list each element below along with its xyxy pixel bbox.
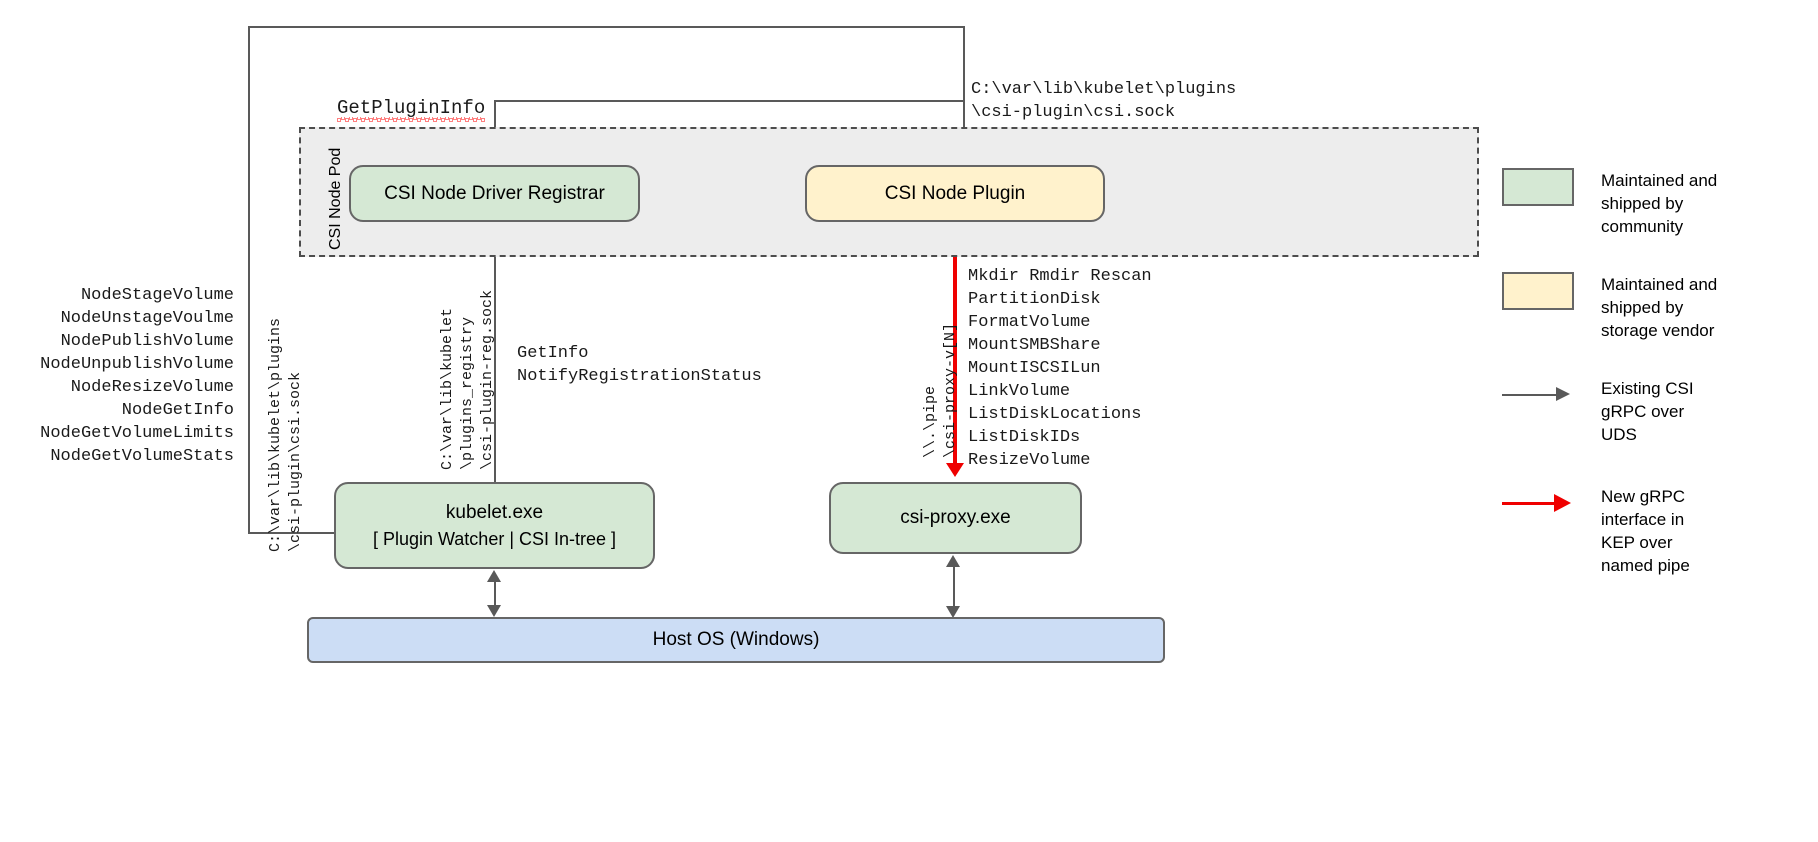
legend-arrow-head: [1556, 387, 1570, 401]
legend-color-swatch: [1502, 168, 1574, 206]
node-service-call-item: NodePublishVolume: [60, 332, 234, 351]
label-named-pipe-path: \\.\pipe \csi-proxy-v[N]: [922, 322, 959, 458]
label-registry-socket-path: C:\var\lib\kubelet \plugins_registry \cs…: [439, 289, 496, 470]
label-registrar-calls: GetInfo NotifyRegistrationStatus: [517, 344, 762, 386]
box-host-os-label: Host OS (Windows): [652, 629, 820, 650]
connector-kubelet-to-plugin-right: [963, 26, 965, 152]
legend-label: Maintained and shipped by storage vendor: [1601, 275, 1718, 340]
legend-label: Existing CSI gRPC over UDS: [1601, 379, 1694, 444]
legend-arrow-line: [1502, 394, 1558, 396]
arrowhead-kubelet-hostos-down: [487, 605, 501, 617]
legend-row: Maintained and shipped by storage vendor: [1502, 272, 1802, 342]
legend-color-swatch: [1502, 272, 1574, 310]
node-service-call-item: NodeUnpublishVolume: [40, 355, 234, 374]
legend-row: Existing CSI gRPC over UDS: [1502, 376, 1802, 446]
legend-row: Maintained and shipped by community: [1502, 168, 1802, 238]
legend-arrow-icon: [1502, 376, 1574, 414]
legend-label: Maintained and shipped by community: [1601, 171, 1718, 236]
legend-row: New gRPC interface in KEP over named pip…: [1502, 484, 1802, 577]
label-get-plugin-info: GetPluginInfo: [337, 97, 486, 122]
arrowhead-csiproxy-hostos-down: [946, 606, 960, 618]
box-csi-node-driver-registrar[interactable]: CSI Node Driver Registrar: [349, 165, 640, 222]
box-csi-node-plugin[interactable]: CSI Node Plugin: [805, 165, 1105, 222]
box-csi-node-plugin-label: CSI Node Plugin: [884, 182, 1026, 204]
box-host-os[interactable]: Host OS (Windows): [307, 617, 1165, 663]
arrowhead-csiproxy-hostos-up: [946, 555, 960, 567]
node-service-call-item: NodeUnstageVoulme: [60, 309, 234, 328]
label-kubelet-csi-socket-path: C:\var\lib\kubelet\plugins \csi-plugin\c…: [267, 317, 304, 552]
connector-csiproxy-to-hostos: [953, 566, 955, 608]
legend-label: New gRPC interface in KEP over named pip…: [1601, 487, 1690, 575]
csi-proxy-call-item: LinkVolume: [968, 382, 1071, 401]
csi-proxy-call-item: PartitionDisk: [968, 290, 1101, 309]
node-service-call-item: NodeGetVolumeLimits: [40, 424, 234, 443]
node-service-call-item: NodeGetInfo: [121, 401, 234, 420]
box-kubelet-exe[interactable]: kubelet.exe [ Plugin Watcher | CSI In-tr…: [334, 482, 655, 569]
node-service-call-item: NodeGetVolumeStats: [50, 447, 234, 466]
csi-proxy-call-item: ListDiskLocations: [968, 405, 1142, 424]
csi-proxy-call-item: Mkdir Rmdir Rescan: [968, 267, 1152, 286]
connector-kubelet-to-registrar: [494, 236, 496, 483]
legend-arrow-head: [1554, 494, 1571, 512]
csi-proxy-call-item: ListDiskIDs: [968, 428, 1081, 447]
box-csi-proxy-exe-label: csi-proxy.exe: [900, 507, 1011, 528]
connector-plugin-to-csiproxy-red: [953, 222, 957, 464]
connector-kubelet-to-plugin-top: [248, 26, 965, 28]
legend-arrow-red-icon: [1502, 484, 1574, 522]
csi-proxy-call-item: ResizeVolume: [968, 451, 1091, 470]
csi-proxy-call-item: MountSMBShare: [968, 336, 1101, 355]
connector-kubelet-to-plugin-bottom: [248, 532, 336, 534]
label-plugin-socket-path: C:\var\lib\kubelet\plugins \csi-plugin\c…: [971, 80, 1237, 122]
arrowhead-into-csiproxy: [946, 463, 964, 477]
box-kubelet-exe-label: kubelet.exe: [445, 501, 544, 523]
box-csi-proxy-exe[interactable]: csi-proxy.exe: [829, 482, 1082, 554]
csi-proxy-call-item: MountISCSILun: [968, 359, 1101, 378]
connector-kubelet-to-hostos: [494, 581, 496, 607]
arrowhead-kubelet-hostos-up: [487, 570, 501, 582]
connector-registrar-getplugininfo-horizontal: [494, 100, 964, 102]
csi-node-pod-label: CSI Node Pod: [327, 147, 344, 250]
csi-proxy-call-item: FormatVolume: [968, 313, 1091, 332]
box-kubelet-exe-sublabel: [ Plugin Watcher | CSI In-tree ]: [372, 528, 617, 549]
node-service-call-item: NodeStageVolume: [80, 286, 234, 305]
box-csi-node-driver-registrar-label: CSI Node Driver Registrar: [384, 182, 605, 204]
node-service-call-item: NodeResizeVolume: [70, 378, 234, 397]
connector-kubelet-to-plugin-left: [248, 26, 250, 534]
legend-arrow-line: [1502, 502, 1556, 505]
